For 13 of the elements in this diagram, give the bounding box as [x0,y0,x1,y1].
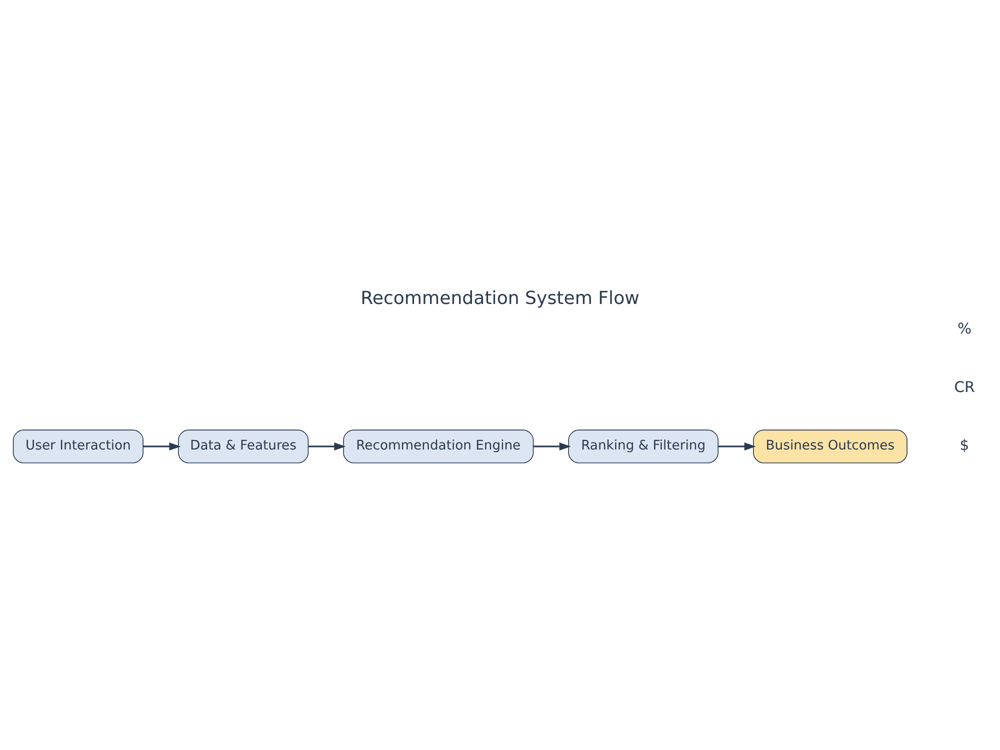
node-box: Data & Features [178,430,309,464]
arrow [308,442,346,450]
arrow [533,442,571,450]
node-box: User Interaction [12,430,144,464]
node-box: Business Outcomes [753,430,908,464]
node-box: Ranking & Filtering [568,430,718,464]
diagram-title: Recommendation System Flow [360,288,640,310]
label: % [958,320,972,338]
label: $ [960,437,970,454]
arrow [143,442,181,450]
node-box: Recommendation Engine [343,430,534,464]
label: CR [954,378,975,396]
arrow [718,442,756,450]
